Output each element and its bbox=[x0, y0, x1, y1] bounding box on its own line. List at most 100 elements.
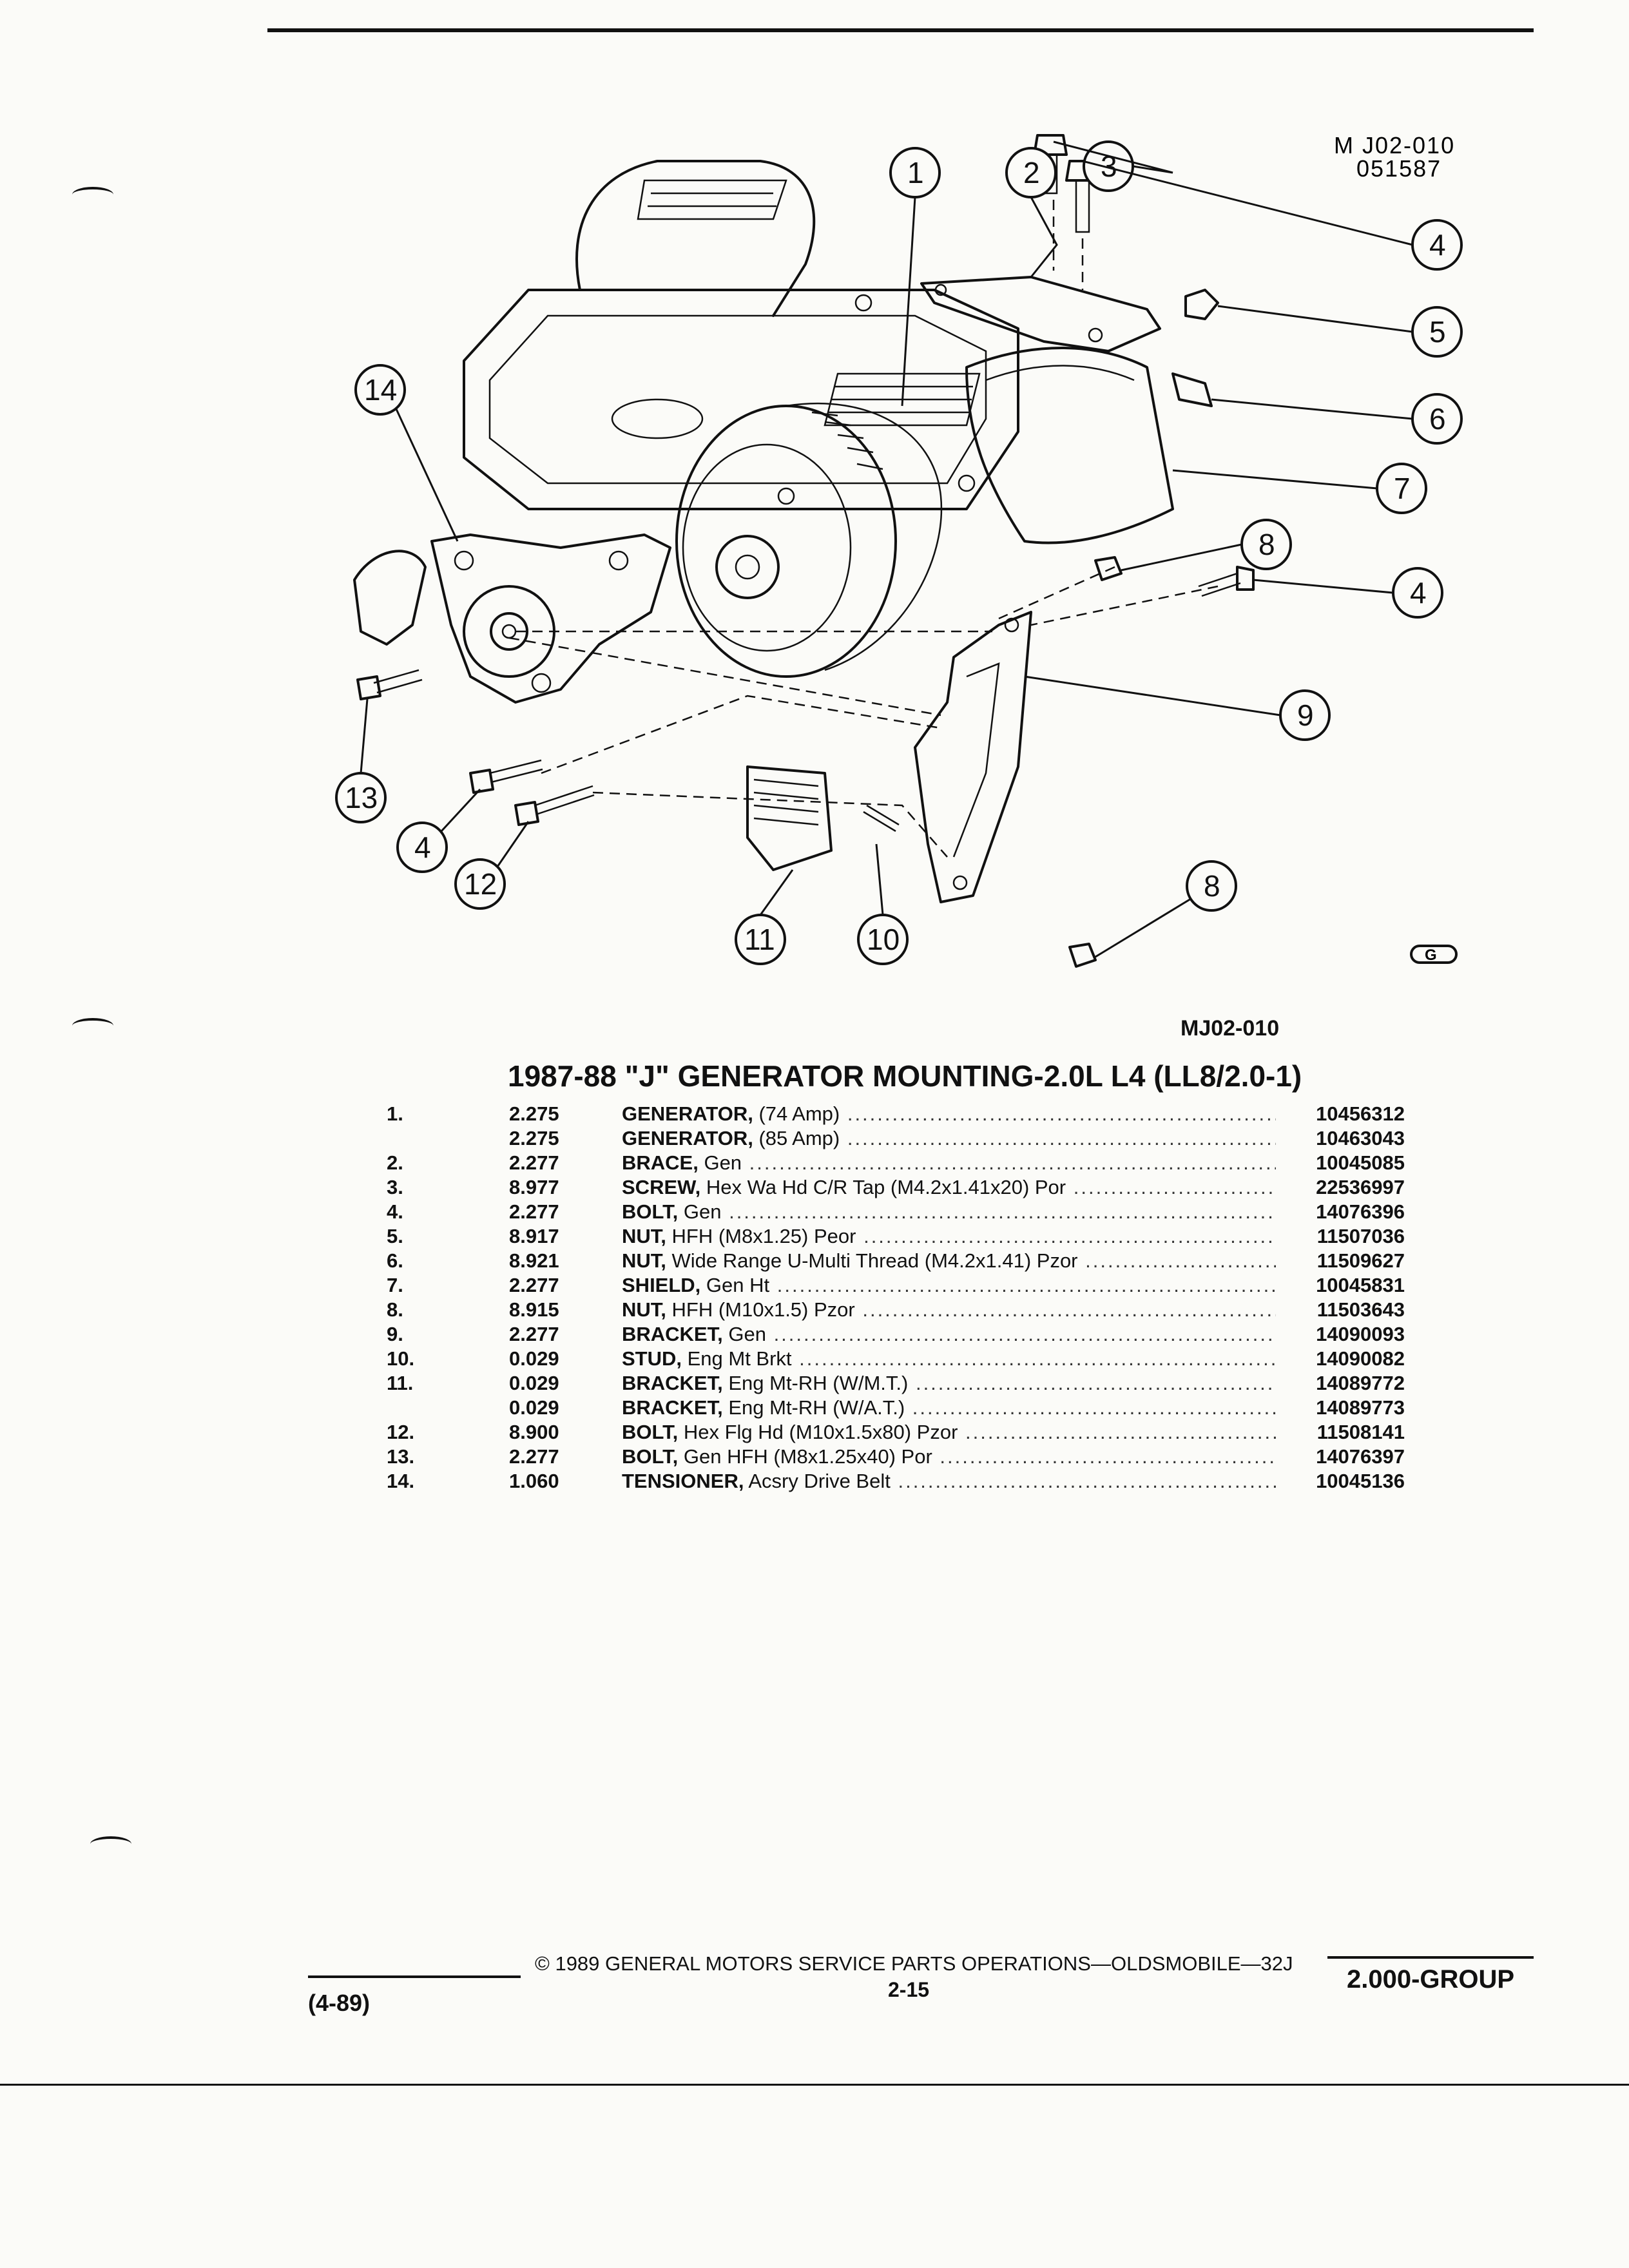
item-number: 13. bbox=[387, 1445, 415, 1468]
footer-date: (4-89) bbox=[308, 1990, 371, 2016]
part-name: BRACKET, bbox=[622, 1372, 723, 1394]
part-number: 10045136 bbox=[1316, 1470, 1405, 1492]
part-detail: HFH (M8x1.25) Peor bbox=[666, 1225, 856, 1247]
svg-text:5: 5 bbox=[1429, 315, 1446, 349]
svg-text:8: 8 bbox=[1204, 869, 1220, 903]
margin-mark bbox=[72, 1018, 113, 1033]
item-number: 8. bbox=[387, 1298, 403, 1321]
part-detail: (74 Amp) bbox=[753, 1102, 840, 1125]
part-name: STUD, bbox=[622, 1347, 682, 1370]
group-number: 0.029 bbox=[509, 1372, 559, 1394]
part-name: TENSIONER, bbox=[622, 1470, 744, 1492]
leader-dots: ........................................… bbox=[912, 1396, 1276, 1419]
svg-text:1: 1 bbox=[907, 156, 924, 189]
part-description: BRACE, Gen .............................… bbox=[622, 1151, 1276, 1175]
leader-dots: ........................................… bbox=[776, 1274, 1276, 1296]
part-number: 14076396 bbox=[1316, 1200, 1405, 1223]
part-detail: Gen bbox=[698, 1151, 742, 1174]
item-number: 10. bbox=[387, 1347, 415, 1370]
margin-mark bbox=[90, 1836, 131, 1852]
leader-dots: ........................................… bbox=[862, 1298, 1276, 1321]
callout-8-upper: 8 bbox=[1240, 519, 1292, 570]
svg-text:12: 12 bbox=[464, 867, 497, 901]
alignment-lines bbox=[508, 566, 1219, 858]
part-number: 11508141 bbox=[1316, 1421, 1405, 1443]
group-number: 2.277 bbox=[509, 1200, 559, 1223]
part-number: 14089773 bbox=[1316, 1396, 1405, 1419]
callout-4-right: 4 bbox=[1392, 567, 1443, 619]
leader-dots: ........................................… bbox=[1073, 1176, 1276, 1198]
figure-date-code: 051587 bbox=[1356, 155, 1441, 182]
part-name: NUT, bbox=[622, 1225, 666, 1247]
footer-rule-right bbox=[1327, 1956, 1534, 1959]
item-number: 7. bbox=[387, 1274, 403, 1296]
group-number: 8.915 bbox=[509, 1298, 559, 1321]
callout-14: 14 bbox=[354, 364, 406, 416]
heat-shield bbox=[965, 347, 1174, 544]
group-number: 8.917 bbox=[509, 1225, 559, 1247]
gm-logo-mark: G bbox=[1410, 945, 1458, 964]
group-number: 0.029 bbox=[509, 1347, 559, 1370]
part-name: BOLT, bbox=[622, 1445, 679, 1468]
part-name: BOLT, bbox=[622, 1200, 679, 1223]
item-number: 9. bbox=[387, 1323, 403, 1345]
item-number: 12. bbox=[387, 1421, 415, 1443]
svg-text:8: 8 bbox=[1258, 528, 1275, 561]
part-number: 11507036 bbox=[1316, 1225, 1405, 1247]
part-number: 14089772 bbox=[1316, 1372, 1405, 1394]
part-description: SHIELD, Gen Ht .........................… bbox=[622, 1273, 1276, 1298]
part-detail: Wide Range U-Multi Thread (M4.2x1.41) Pz… bbox=[666, 1249, 1078, 1272]
callout-9: 9 bbox=[1279, 689, 1331, 741]
part-detail: Eng Mt-RH (W/M.T.) bbox=[722, 1372, 909, 1394]
part-detail: Eng Mt-RH (W/A.T.) bbox=[722, 1396, 905, 1419]
svg-text:11: 11 bbox=[744, 923, 775, 956]
item-number: 1. bbox=[387, 1102, 403, 1125]
callout-6: 6 bbox=[1411, 393, 1463, 445]
footer-page-number: 2-15 bbox=[888, 1978, 930, 2001]
part-description: BRACKET, Eng Mt-RH (W/A.T.) ............… bbox=[622, 1396, 1276, 1420]
leader-dots: ........................................… bbox=[915, 1372, 1276, 1394]
generator bbox=[675, 403, 943, 678]
item-number: 6. bbox=[387, 1249, 403, 1272]
margin-mark bbox=[72, 187, 113, 202]
svg-text:7: 7 bbox=[1394, 472, 1411, 505]
part-number: 10463043 bbox=[1316, 1127, 1405, 1149]
generator-bracket bbox=[914, 611, 1032, 903]
exploded-view-diagram: M J02-010 051587 bbox=[335, 132, 1463, 968]
group-number: 8.977 bbox=[509, 1176, 559, 1198]
part-description: BRACKET, Eng Mt-RH (W/M.T.) ............… bbox=[622, 1371, 1276, 1396]
callout-3: 3 bbox=[1083, 140, 1134, 192]
leader-dots: ........................................… bbox=[749, 1151, 1276, 1174]
top-rule bbox=[267, 28, 1534, 32]
leader-dots: ........................................… bbox=[863, 1225, 1276, 1247]
callout-5: 5 bbox=[1411, 306, 1463, 358]
part-name: BRACKET, bbox=[622, 1396, 723, 1419]
svg-text:10: 10 bbox=[867, 923, 900, 956]
belt-tensioner-assembly bbox=[353, 533, 671, 704]
callout-10: 10 bbox=[857, 914, 909, 965]
leader-dots: ........................................… bbox=[729, 1200, 1276, 1223]
part-detail: Gen Ht bbox=[700, 1274, 770, 1296]
part-number: 14090093 bbox=[1316, 1323, 1405, 1345]
item-number: 3. bbox=[387, 1176, 403, 1198]
section-title: 1987-88 "J" GENERATOR MOUNTING-2.0L L4 (… bbox=[508, 1059, 1302, 1093]
part-number: 22536997 bbox=[1316, 1176, 1405, 1198]
group-number: 1.060 bbox=[509, 1470, 559, 1492]
callout-8-lower: 8 bbox=[1186, 860, 1237, 912]
bottom-rule bbox=[0, 2084, 1629, 2086]
part-detail: Gen bbox=[678, 1200, 722, 1223]
footer-copyright: © 1989 GENERAL MOTORS SERVICE PARTS OPER… bbox=[535, 1952, 1293, 1975]
part-number: 10456312 bbox=[1316, 1102, 1405, 1125]
figure-code-bottom: MJ02-010 bbox=[1181, 1016, 1280, 1041]
